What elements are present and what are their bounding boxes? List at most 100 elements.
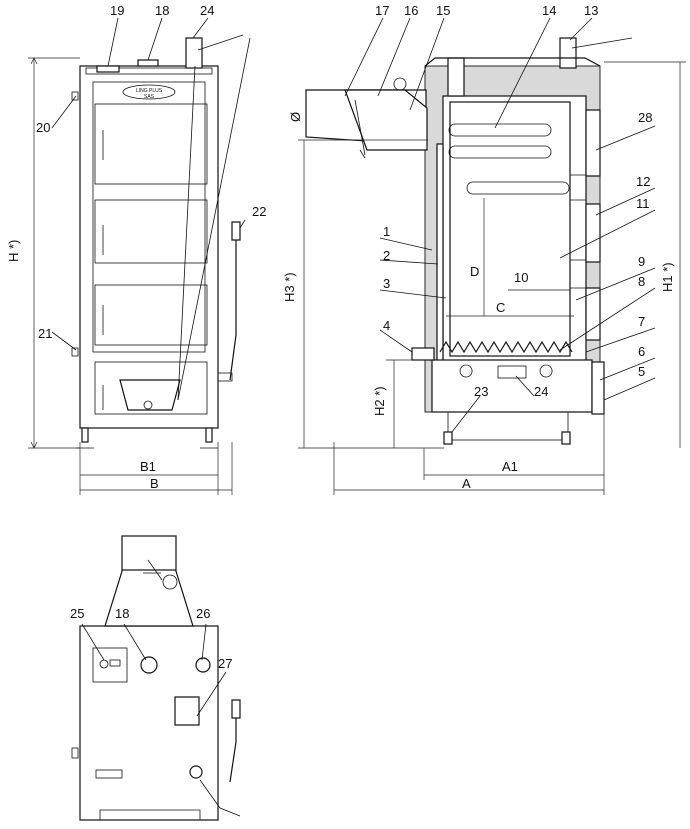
nameplate-model: SAS — [144, 94, 155, 100]
label-18: 18 — [155, 3, 169, 18]
top-flange — [137, 59, 159, 67]
ash-plate-24 — [497, 365, 527, 379]
label-11: 11 — [636, 196, 650, 211]
label-4: 4 — [383, 318, 390, 333]
return-sleeve-4 — [411, 347, 435, 361]
label-1: 1 — [383, 224, 390, 239]
front-callouts: 19 18 24 20 21 22 — [36, 3, 266, 401]
sensor-sleeve — [185, 37, 203, 69]
side-sleeve-bottom — [71, 347, 79, 357]
rear-bottom-plate — [99, 809, 201, 821]
section-dimensions: H3 *) H2 *) H1 *) A1 A C D Ø — [282, 61, 686, 495]
rear-view — [71, 535, 241, 821]
rear-cleanout-27 — [174, 696, 200, 726]
sensor-sleeve-13 — [559, 37, 577, 69]
label-27: 27 — [218, 656, 232, 671]
door-lower-section — [585, 287, 601, 341]
rear-chain — [199, 779, 241, 817]
nameplate — [122, 84, 176, 100]
label-18-rear: 18 — [115, 606, 129, 621]
label-9: 9 — [638, 254, 645, 269]
shaker-lever — [229, 225, 237, 381]
dim-A1-label: A1 — [502, 459, 518, 474]
dim-H3-label: H3 *) — [282, 272, 297, 302]
dim-B1-label: B1 — [140, 459, 156, 474]
ash-door-section — [591, 361, 605, 415]
top-panel — [85, 67, 213, 75]
label-5: 5 — [638, 364, 645, 379]
label-14: 14 — [542, 3, 556, 18]
ash-pan-space — [431, 359, 593, 413]
rear-sleeve-18 — [140, 656, 158, 674]
label-17: 17 — [375, 3, 389, 18]
label-3: 3 — [383, 276, 390, 291]
inner-wall — [436, 143, 444, 363]
label-23: 23 — [474, 384, 488, 399]
label-22: 22 — [252, 204, 266, 219]
label-10: 10 — [514, 270, 528, 285]
lever-grip — [231, 221, 241, 241]
rear-plate-25 — [92, 647, 128, 683]
front-dimensions: H *) B1 B — [6, 57, 233, 495]
label-25: 25 — [70, 606, 84, 621]
dim-H2-label: H2 *) — [372, 386, 387, 416]
foot-right — [205, 427, 213, 443]
label-24: 24 — [200, 3, 214, 18]
dim-B-label: B — [150, 476, 159, 491]
rear-damper-chain — [143, 559, 163, 581]
top-cover — [424, 57, 601, 67]
label-12: 12 — [636, 174, 650, 189]
dim-phi-label: Ø — [288, 112, 303, 122]
label-13: 13 — [584, 3, 598, 18]
top-flue-neck — [447, 57, 465, 97]
label-16: 16 — [404, 3, 418, 18]
grate — [439, 340, 573, 354]
door-upper-section — [585, 109, 601, 177]
label-2: 2 — [383, 248, 390, 263]
section-view — [305, 37, 633, 445]
dim-C-label: C — [496, 300, 505, 315]
door-seals — [570, 174, 586, 289]
rear-flue-outlet — [121, 535, 177, 571]
rear-lever-grip — [231, 699, 241, 719]
label-28: 28 — [638, 110, 652, 125]
nameplate-brand: LING PLUS — [136, 88, 163, 94]
lever-pivot — [217, 372, 233, 382]
rear-side-sleeve — [71, 747, 79, 759]
rear-damper — [162, 574, 178, 590]
coil-middle — [448, 145, 552, 159]
dim-H-label: H *) — [6, 240, 21, 262]
label-20: 20 — [36, 120, 50, 135]
label-19: 19 — [110, 3, 124, 18]
side-sleeve-top — [71, 91, 79, 101]
door-middle-section — [585, 203, 601, 263]
label-26: 26 — [196, 606, 210, 621]
dim-A-label: A — [462, 476, 471, 491]
label-6: 6 — [638, 344, 645, 359]
flap-knob — [143, 400, 153, 410]
dim-D-label: D — [470, 264, 479, 279]
lower-door — [94, 284, 208, 346]
rear-slot — [95, 769, 123, 779]
sensor-wire — [197, 34, 244, 51]
grate-pivots — [459, 364, 553, 378]
dim-H1-label: H1 *) — [660, 262, 675, 292]
rear-sleeve-26 — [195, 657, 211, 673]
rear-sleeve-bottom — [189, 765, 203, 779]
front-frame — [92, 81, 206, 353]
front-view: LING PLUS SAS — [71, 34, 244, 449]
foot-left — [81, 427, 89, 443]
rear-callouts: 25 18 26 27 — [70, 606, 232, 717]
label-15: 15 — [436, 3, 450, 18]
damper-rod — [354, 99, 366, 159]
upper-door — [94, 103, 208, 185]
coil-upper — [448, 123, 552, 137]
ash-flap — [119, 379, 181, 411]
ash-door — [94, 361, 208, 415]
top-plate — [96, 65, 120, 73]
label-8: 8 — [638, 274, 645, 289]
label-24-section: 24 — [534, 384, 548, 399]
middle-door — [94, 199, 208, 264]
